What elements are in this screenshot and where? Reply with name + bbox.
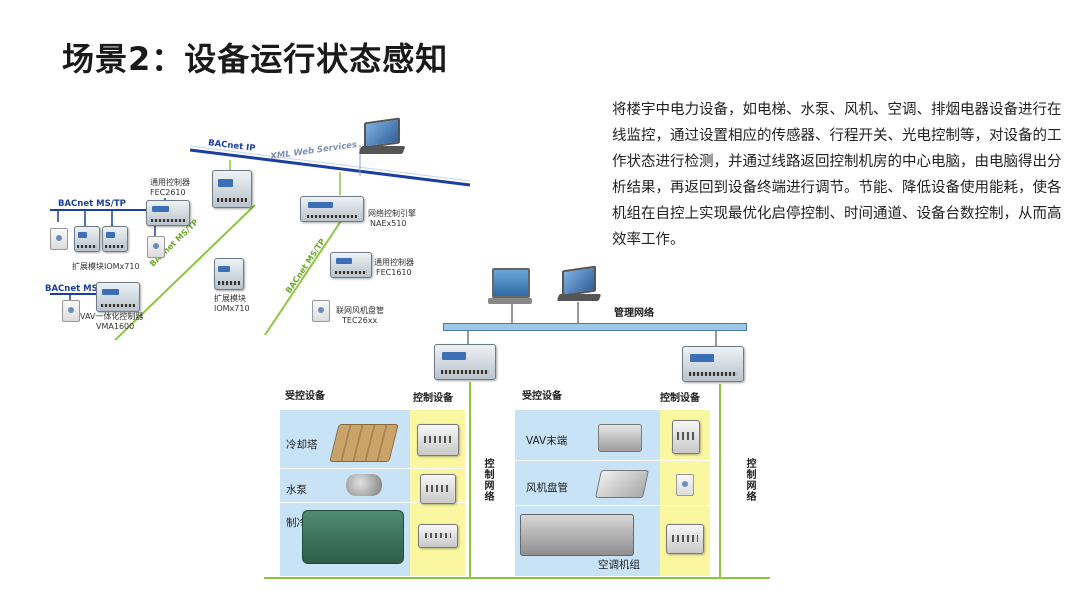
- management-network-label: 管理网络: [614, 308, 654, 319]
- management-network-bar: [443, 323, 747, 331]
- vma1600-controller-icon: [96, 282, 140, 312]
- nae510-model: NAEx510: [370, 219, 407, 228]
- iom710-module-icon: [214, 258, 244, 290]
- row-divider: [280, 502, 465, 503]
- tec26-model: TEC26xx: [342, 316, 378, 325]
- fec1610-controller-icon: [330, 252, 372, 278]
- keyboard-icon: [488, 298, 532, 304]
- iom-extension-label: 扩展模块IOMx710: [72, 262, 140, 271]
- chiller-icon: [302, 510, 404, 564]
- iom-extension-icon-2: [102, 226, 128, 252]
- vav-box-icon: [598, 424, 642, 452]
- row-label-water-pump: 水泵: [286, 484, 307, 496]
- controller-icon: [420, 474, 456, 504]
- sensor-icon: [62, 300, 80, 322]
- page-title: 场景2：设备运行状态感知: [62, 40, 449, 78]
- tec26-name: 联网风机盘管: [336, 306, 384, 315]
- bacnet-mstp-label-top: BACnet MS/TP: [58, 199, 126, 209]
- iom-extension-icon: [74, 226, 100, 252]
- row-label-vav-terminal: VAV末端: [526, 435, 568, 447]
- control-network-label-right: 控制网络: [744, 458, 755, 502]
- cooling-tower-icon: [329, 424, 399, 462]
- air-handling-unit-icon: [520, 514, 634, 556]
- thermostat-icon: [312, 300, 330, 322]
- monitor-icon: [492, 268, 530, 298]
- water-pump-icon: [346, 474, 382, 496]
- bacnet-mstp-label-bottom: BACnet MS/TP: [45, 284, 113, 294]
- control-network-label-left: 控制网络: [482, 458, 493, 502]
- fec2610-model: FEC2610: [150, 188, 186, 197]
- controller-icon: [418, 524, 458, 548]
- controlled-devices-header: 受控设备: [285, 391, 325, 402]
- description-text: 将楼宇中电力设备，如电梯、水泵、风机、空调、排烟电器设备进行在线监控，通过设置相…: [612, 102, 1062, 248]
- iom710-model: IOMx710: [214, 304, 250, 313]
- control-devices-header: 控制设备: [660, 393, 700, 404]
- network-controller-icon: [434, 344, 496, 380]
- fan-coil-icon: [595, 470, 649, 498]
- control-devices-header: 控制设备: [413, 393, 453, 404]
- thermostat-icon: [676, 474, 694, 496]
- vma1600-name: VAV一体化控制器: [80, 312, 144, 321]
- iom710-name: 扩展模块: [214, 294, 246, 303]
- row-divider: [515, 460, 710, 461]
- nae510-name: 网络控制引擎: [368, 209, 416, 218]
- sensor-icon: [147, 236, 165, 258]
- row-label-ahu: 空调机组: [598, 559, 640, 571]
- controlled-devices-header: 受控设备: [522, 391, 562, 402]
- fec1610-name: 通用控制器: [374, 258, 414, 267]
- network-controller-icon: [682, 346, 744, 382]
- row-label-fan-coil: 风机盘管: [526, 482, 568, 494]
- left-network-lines: [50, 145, 471, 340]
- controller-icon: [666, 524, 704, 554]
- sensor-icon: [50, 228, 68, 250]
- nae510-controller-icon: [300, 196, 364, 222]
- controller-icon: [417, 424, 459, 456]
- nae-controller-icon: [212, 170, 252, 208]
- fec2610-controller-icon: [146, 200, 190, 226]
- fec2610-name: 通用控制器: [150, 178, 190, 187]
- row-label-cooling-tower: 冷却塔: [286, 439, 318, 451]
- actuator-icon: [672, 420, 700, 454]
- fec1610-model: FEC1610: [376, 268, 412, 277]
- row-divider: [515, 505, 710, 506]
- vma1600-model: VMA1600: [96, 322, 135, 331]
- row-divider: [280, 468, 465, 469]
